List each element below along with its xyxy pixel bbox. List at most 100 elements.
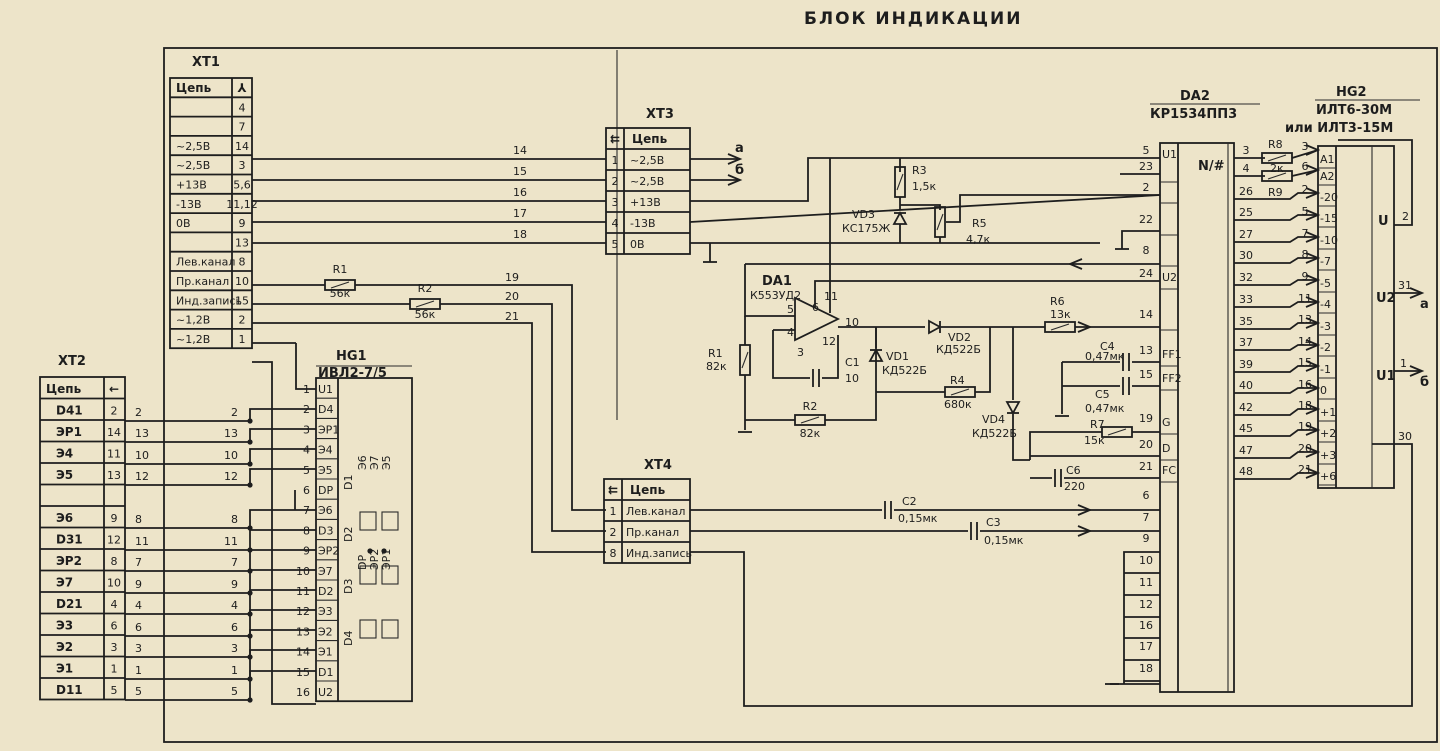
da2-hg2-wire (1234, 429, 1318, 437)
da2-right-pin-number: 45 (1239, 422, 1253, 435)
c1-ref: C1 (845, 356, 860, 369)
da2-left-pin-number: 15 (1139, 368, 1153, 381)
xt2-row-circuit: Э5 (56, 468, 73, 482)
da1-type: К553УД2 (750, 289, 801, 302)
da2-right-pin-number: 30 (1239, 249, 1253, 262)
hg2-out-a: а (1420, 297, 1429, 312)
da2-body (1159, 142, 1235, 693)
hg2-u-pin: 2 (1402, 210, 1409, 223)
wire-number: 12 (135, 470, 149, 483)
xt3-row-pin: 2 (612, 175, 619, 188)
c2-ref: C2 (902, 495, 917, 508)
da2-left-pin-number: 16 (1139, 619, 1153, 632)
wire-joint (247, 697, 253, 703)
da2-function: N/# (1198, 159, 1225, 174)
hg1-digit-label: D1 (342, 475, 355, 490)
vd4-ref: VD4 (982, 413, 1005, 426)
r7-ref: R7 (1090, 418, 1105, 431)
hg1-pin-label: Э3 (318, 605, 333, 618)
xt1-row-circuit: 0В (176, 217, 191, 230)
xt3-out-b-label: б (735, 163, 744, 178)
da2-right-pin-number: 25 (1239, 206, 1253, 219)
arrow-right (727, 174, 743, 186)
diagram-title: БЛОК ИНДИКАЦИИ (804, 9, 1022, 29)
xt2-hg1-wire (125, 468, 316, 486)
hg1-pin-number: 12 (296, 605, 310, 618)
xt2-hg1-wire (125, 609, 316, 637)
hg1-pin-number: 16 (296, 686, 310, 699)
xt2-row-pin: 5 (111, 684, 118, 697)
hg2-u-wire (1338, 139, 1413, 226)
vd3-value: КС175Ж (842, 222, 890, 235)
hg1-u1-wire (295, 343, 316, 390)
arrow-right (1305, 446, 1321, 458)
xt4-row-circuit: Инд.запись (626, 547, 692, 560)
hg1-pin-label: D2 (318, 585, 333, 598)
hg1-pin-label: Э1 (318, 646, 333, 659)
xt1-row-circuit: -13В (176, 198, 202, 211)
da2-left-pin-number: 7 (1143, 511, 1150, 524)
da2-hg2-wire (1234, 301, 1318, 308)
xt2-row-pin: 3 (111, 641, 118, 654)
da2-right-pin-number: 42 (1239, 401, 1253, 414)
r4-resistor-mark (950, 388, 970, 396)
xt2-hg1-wire (125, 629, 316, 658)
xt4-header-circuit: Цепь (630, 483, 666, 497)
r7-resistor-mark (1107, 428, 1127, 436)
xt2-row-pin: 4 (111, 598, 118, 611)
arrow-right (1409, 365, 1425, 377)
r8-ref: R8 (1268, 138, 1283, 151)
wire (689, 194, 1161, 223)
xt2-row-pin: 10 (107, 577, 121, 590)
xt4-row-pin: 2 (610, 526, 617, 539)
xt2-hg1-wire (125, 569, 316, 594)
xt1-row-pin: 14 (235, 140, 249, 153)
xt3-header-circuit: Цепь (632, 132, 668, 146)
arrow-right (727, 153, 743, 165)
r8-resistor-mark (1267, 154, 1287, 162)
hg1-segment-label: Э7 (368, 455, 381, 470)
hg2-30-pin: 30 (1398, 430, 1412, 443)
arrow-right (1305, 274, 1321, 286)
wire-number: 21 (505, 310, 519, 323)
hg1-pin-number: 13 (296, 625, 310, 638)
hg2-segment-label: A1 (1320, 153, 1335, 166)
r3-resistor-mark (896, 173, 904, 191)
da2-hg2-wire (1234, 214, 1318, 221)
r1-resistor-mark (741, 351, 749, 369)
xt1-row-pin: 5,6 (233, 179, 251, 192)
da2-hg2-wire (1234, 472, 1318, 480)
hg1-dp-dot (381, 548, 387, 554)
hg1-pin-number: 9 (303, 545, 310, 558)
da2-left-pin-label: U2 (1162, 271, 1177, 284)
c1-loop (772, 330, 810, 379)
xt1-row-pin: 3 (239, 159, 246, 172)
hg2-segment-label: -2 (1320, 341, 1331, 354)
wire-number: 1 (135, 664, 142, 677)
da1-pin-4: 4 (787, 326, 794, 339)
vd4-lead2 (1012, 414, 1030, 461)
hg1-pin-label: Э4 (318, 444, 333, 457)
xt2-row-pin: 11 (107, 448, 121, 461)
hg1-segment-label: Э6 (356, 455, 369, 470)
xt2-row-circuit: ЭР2 (56, 554, 82, 568)
hg2-segment-label: -3 (1320, 320, 1331, 333)
hg2-segment-label: -15 (1320, 212, 1338, 225)
hg2-alt-type: или ИЛТ3-15М (1285, 121, 1393, 136)
r1-left-resistor-mark (330, 281, 350, 289)
xt2-row-pin: 2 (111, 405, 118, 418)
xt1-row-pin: 13 (235, 236, 249, 249)
hg1-pin-label: D3 (318, 524, 333, 537)
arrow-right (1305, 209, 1321, 221)
da1-pin-3: 3 (797, 346, 804, 359)
wire-number: 12 (224, 470, 238, 483)
xt2-row-circuit: D31 (56, 533, 83, 547)
hg1-ref: HG1 (336, 349, 367, 364)
hg2-u1-label: U1 (1376, 369, 1396, 384)
da2-left-pin-number: 21 (1139, 460, 1153, 473)
da2-hg2-wire (1234, 322, 1318, 330)
r6-resistor-mark (1050, 323, 1070, 331)
da2-left-pin-number: 22 (1139, 213, 1153, 226)
wire-number: 4 (135, 599, 142, 612)
wire-number: 11 (135, 535, 149, 548)
